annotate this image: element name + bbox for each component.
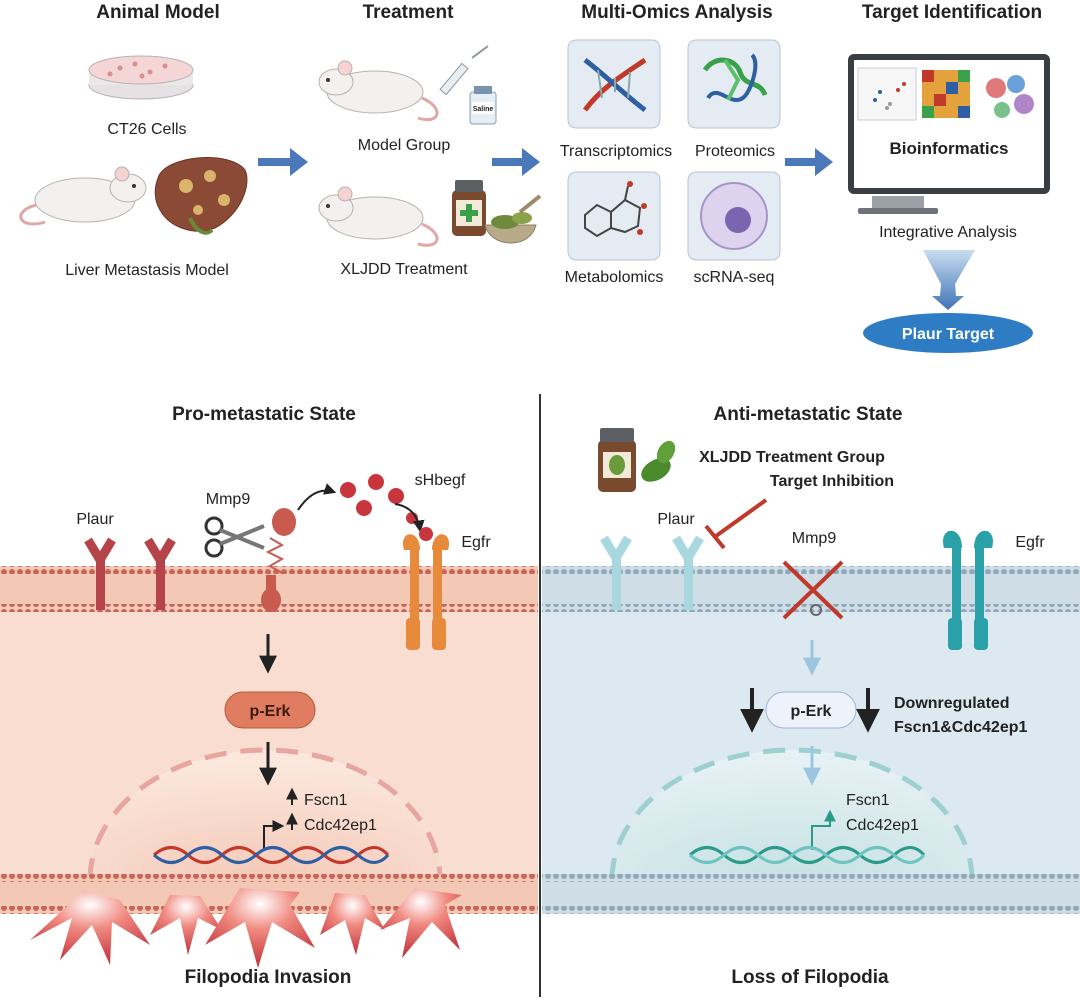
dna-helix <box>689 846 926 864</box>
medicine-bottle-icon <box>598 428 636 492</box>
egfr-receptor <box>402 527 450 650</box>
proteomics-box <box>687 39 781 129</box>
plaur-target-pill <box>863 313 1033 353</box>
volcano-plot-thumbnail <box>857 67 917 121</box>
anti-footer: Loss of Filopodia <box>731 967 889 988</box>
proteomics-label: Proteomics <box>695 143 775 160</box>
egfr-receptor <box>943 530 993 650</box>
scissors-icon <box>204 516 265 558</box>
funnel-arrow <box>923 250 975 310</box>
mouse-icon <box>318 186 439 247</box>
model-group-label: Model Group <box>358 137 451 154</box>
bioinformatics-label: Bioinformatics <box>889 139 1008 158</box>
pro-footer: Filopodia Invasion <box>185 967 352 988</box>
anti-cdc42ep1-label: Cdc42ep1 <box>846 817 919 834</box>
anti-perk-label: p-Erk <box>791 703 832 720</box>
inhibition-line <box>714 498 768 538</box>
heatmap-thumbnail <box>922 70 970 118</box>
pro-perk-label: p-Erk <box>250 703 291 720</box>
liver-icon <box>154 157 248 235</box>
shbegf-particles <box>340 474 418 524</box>
inhibition-bar <box>704 524 726 550</box>
plaur-receptor <box>600 535 632 610</box>
pro-title: Pro-metastatic State <box>172 404 356 425</box>
transcription-arrow <box>811 809 836 850</box>
metabolomics-label: Metabolomics <box>565 269 664 286</box>
mouse-icon <box>318 60 439 121</box>
plaur-receptor <box>84 537 116 610</box>
xljdd-treatment-label: XLJDD Treatment <box>340 261 468 278</box>
petri-dish-icon <box>88 55 194 100</box>
anti-egfr-label: Egfr <box>1015 534 1045 551</box>
saline-vial-icon: Saline <box>469 86 497 125</box>
pro-plaur-label: Plaur <box>76 511 114 528</box>
medicine-bottle-icon <box>452 180 486 236</box>
heading-multi-omics: Multi-Omics Analysis <box>581 2 772 23</box>
anti-group-label: XLJDD Treatment Group <box>699 449 885 466</box>
shbegf-label: sHbegf <box>415 472 466 489</box>
anti-mmp9-label: Mmp9 <box>792 530 837 547</box>
anti-plaur-label: Plaur <box>657 511 695 528</box>
transcription-arrow <box>263 820 285 850</box>
transcriptomics-box <box>567 39 661 129</box>
blocked-mmp9-icon <box>782 560 844 620</box>
plaur-receptor <box>144 537 176 610</box>
dna-helix <box>153 846 390 864</box>
flow-arrow <box>492 148 540 176</box>
pro-perk-pill <box>224 691 316 729</box>
scrna-seq-box <box>687 171 781 261</box>
liver-metastasis-label: Liver Metastasis Model <box>65 262 229 279</box>
release-arrow <box>297 483 337 511</box>
ct26-cells-label: CT26 Cells <box>107 121 186 138</box>
flow-arrow <box>785 148 833 176</box>
plaur-target-label: Plaur Target <box>902 326 995 343</box>
anti-fscn1-label: Fscn1 <box>846 792 890 809</box>
mouse-icon <box>19 166 147 226</box>
anti-down-label: Downregulated <box>894 695 1010 712</box>
mmp9-protein <box>261 508 296 612</box>
metabolomics-box <box>567 171 661 261</box>
pro-mmp9-label: Mmp9 <box>206 491 251 508</box>
integrative-analysis-label: Integrative Analysis <box>879 224 1017 241</box>
anti-inhibition-label: Target Inhibition <box>770 473 894 490</box>
leaf-icon <box>641 440 676 482</box>
plaur-receptor <box>672 535 704 610</box>
pro-cdc42ep1-label: Cdc42ep1 <box>304 817 377 834</box>
heading-treatment: Treatment <box>363 2 454 23</box>
herb-bowl-icon <box>484 194 542 244</box>
anti-down-genes-label: Fscn1&Cdc42ep1 <box>894 719 1027 736</box>
flow-arrow <box>258 148 308 176</box>
scrna-seq-label: scRNA-seq <box>694 269 775 286</box>
heading-animal-model: Animal Model <box>96 2 220 23</box>
pro-egfr-label: Egfr <box>461 534 491 551</box>
umap-thumbnail <box>986 75 1034 118</box>
transcriptomics-label: Transcriptomics <box>560 143 672 160</box>
syringe-icon <box>439 45 489 96</box>
anti-title: Anti-metastatic State <box>714 404 903 425</box>
pro-fscn1-label: Fscn1 <box>304 792 348 809</box>
filopodia-spikes <box>30 888 462 968</box>
heading-target-identification: Target Identification <box>862 2 1042 23</box>
saline-label: Saline <box>473 106 494 113</box>
